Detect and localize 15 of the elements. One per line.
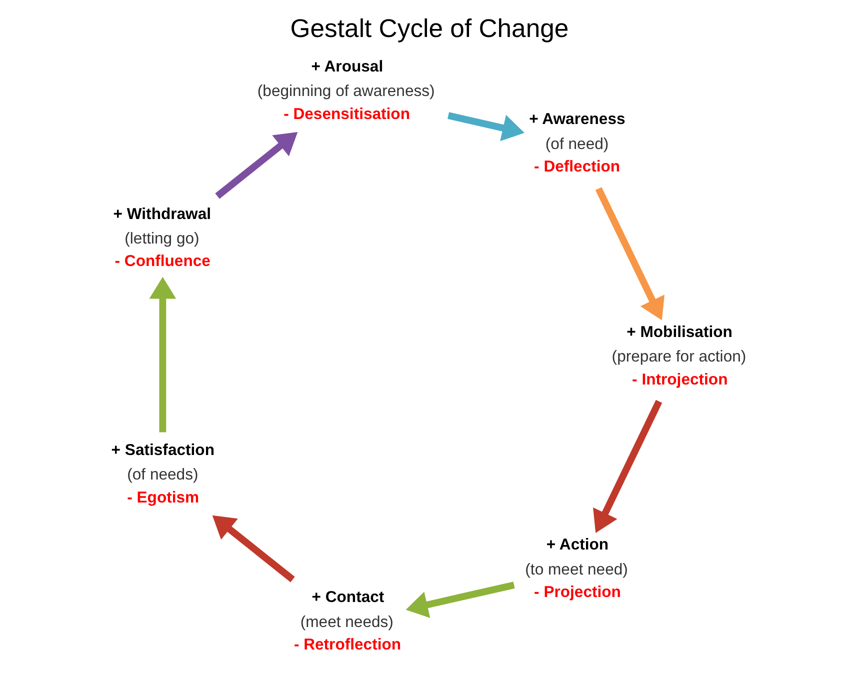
arrow [593, 400, 662, 533]
node-text: + Contact (meet needs) - Retroflection [294, 589, 402, 654]
arrow [406, 582, 515, 618]
arrow [212, 515, 295, 582]
node-text: + Withdrawal (letting go) - Confluence [113, 206, 212, 270]
node-text: + Action (to meet need) - Projection [525, 536, 628, 602]
node-text: + Awareness (of need) - Deflection [529, 111, 626, 176]
node-text: + Mobilisation (prepare for action) - Introjection [612, 324, 746, 388]
arrow [215, 132, 298, 199]
diagram-title: Gestalt Cycle of Change [290, 14, 569, 43]
arrow [149, 276, 176, 432]
node-text: + Arousal (beginning of awareness) - Desensitisation [257, 58, 435, 123]
arrow [448, 112, 524, 142]
arrow [595, 187, 664, 320]
node-text: + Satisfaction (of needs) - Egotism [111, 442, 214, 506]
